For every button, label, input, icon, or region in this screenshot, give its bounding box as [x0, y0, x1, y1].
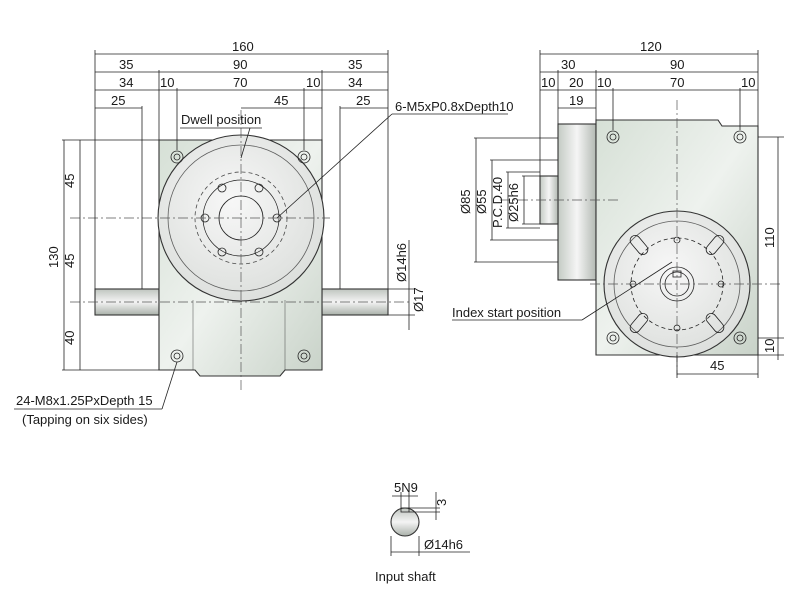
m8-corner-holes [170, 150, 311, 363]
dim-90: 90 [233, 57, 247, 72]
dim-14h6-shaft: Ø14h6 [424, 537, 463, 552]
dim-10-side-c: 10 [741, 75, 755, 90]
dim-14h6-front: Ø14h6 [394, 243, 409, 282]
dim-35-left: 35 [119, 57, 133, 72]
dim-55: Ø55 [474, 189, 489, 214]
dim-130: 130 [46, 246, 61, 268]
side-corner-holes [606, 130, 747, 345]
dim-85: Ø85 [458, 189, 473, 214]
dim-17: Ø17 [411, 287, 426, 312]
dim-10-right: 10 [306, 75, 320, 90]
label-m8-tapping: 24-M8x1.25PxDepth 15 [16, 393, 153, 408]
dim-40: 40 [62, 331, 77, 345]
dim-10-side-a: 10 [541, 75, 555, 90]
label-m8-tapping-note: (Tapping on six sides) [22, 412, 148, 427]
label-index-start: Index start position [452, 305, 561, 320]
dim-25h6: Ø25h6 [506, 183, 521, 222]
dim-35-right: 35 [348, 57, 362, 72]
label-input-shaft: Input shaft [375, 569, 436, 584]
dim-25-left: 25 [111, 93, 125, 108]
dim-160: 160 [232, 39, 254, 54]
dim-34-left: 34 [119, 75, 133, 90]
dim-keyway-depth: 3 [434, 499, 449, 506]
dim-5n9: 5N9 [394, 480, 418, 495]
dim-34-right: 34 [348, 75, 362, 90]
dim-10-side-b: 10 [597, 75, 611, 90]
side-flange [557, 123, 597, 281]
label-dwell-position: Dwell position [181, 112, 261, 127]
dim-70: 70 [233, 75, 247, 90]
dim-25-right: 25 [356, 93, 370, 108]
dim-45: 45 [274, 93, 288, 108]
dim-45-lower: 45 [62, 254, 77, 268]
dim-10-side-right: 10 [762, 339, 777, 353]
side-view: 120 30 90 10 20 10 70 10 19 Ø85 Ø55 P.C.… [452, 39, 784, 378]
dim-45-upper: 45 [62, 174, 77, 188]
dim-45-side: 45 [710, 358, 724, 373]
dim-120: 120 [640, 39, 662, 54]
label-m5-tapping: 6-M5xP0.8xDepth10 [395, 99, 514, 114]
dim-30: 30 [561, 57, 575, 72]
dim-90-side: 90 [670, 57, 684, 72]
dim-70-side: 70 [670, 75, 684, 90]
m5-hole-pattern [200, 183, 282, 257]
dim-20-side: 20 [569, 75, 583, 90]
front-view: 160 35 90 35 34 10 70 10 34 25 45 25 130… [14, 39, 514, 427]
input-shaft-detail: 5N9 3 Ø14h6 Input shaft [375, 480, 470, 584]
dim-110: 110 [762, 227, 777, 248]
dim-19: 19 [569, 93, 583, 108]
dim-10-left: 10 [160, 75, 174, 90]
dim-pcd40: P.C.D.40 [490, 177, 505, 228]
